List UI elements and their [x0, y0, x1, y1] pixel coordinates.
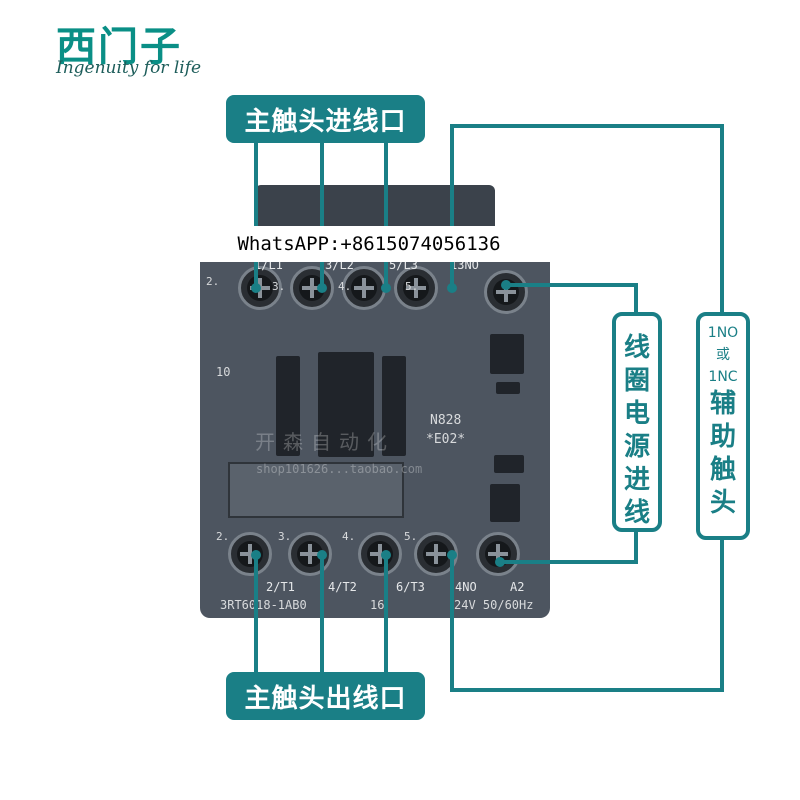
terminal-label-4no: 4NO — [455, 580, 477, 594]
terminal-label-t3: 6/T3 — [396, 580, 425, 594]
watermark-url: shop101626...taobao.com — [256, 462, 423, 476]
terminal-screw-a2 — [476, 532, 520, 576]
terminal-screw-13no — [394, 266, 438, 310]
aux-slot-bottom — [490, 484, 520, 522]
coil-char-6: 线 — [623, 498, 650, 528]
bottom-number-2: 3. — [278, 530, 292, 543]
terminal-screw-t3 — [358, 532, 402, 576]
aux-slot-top — [490, 334, 524, 374]
bottom-number-4: 5. — [404, 530, 418, 543]
terminal-label-t1: 2/T1 — [266, 580, 295, 594]
coil-char-4: 源 — [623, 432, 650, 462]
callout-aux-contact: 1NO 或 1NC 辅 助 触 头 — [696, 312, 750, 540]
terminal-screw-a1 — [484, 270, 528, 314]
brand-tagline: Ingenuity for life — [56, 58, 202, 78]
brand-name: 西门子 — [56, 24, 182, 70]
callout-main-input: 主触头进线口 — [226, 95, 425, 143]
actuator-window — [318, 352, 374, 457]
model-number: 3RT6018-1AB0 — [220, 598, 307, 612]
aux-label-or: 或 — [716, 347, 730, 363]
whatsapp-overlay: WhatsAPP:+8615074056136 — [183, 226, 555, 262]
top-number-4: 5. — [405, 280, 419, 293]
terminal-screw-l2 — [290, 266, 334, 310]
top-number-3: 4. — [338, 280, 352, 293]
label-window — [228, 462, 404, 518]
watermark-text: 开森自动化 — [255, 430, 395, 454]
vent-slot-1 — [276, 356, 300, 456]
terminal-screw-t1 — [228, 532, 272, 576]
voltage-rating: 24V 50/60Hz — [454, 598, 534, 612]
bottom-number-3: 4. — [342, 530, 356, 543]
side-number: 10 — [216, 365, 231, 379]
coil-char-5: 进 — [623, 465, 650, 495]
top-number-2: 3. — [272, 280, 286, 293]
aux-char-1: 辅 — [709, 389, 736, 419]
top-number-1: 2. — [206, 275, 220, 288]
terminal-screw-4no — [414, 532, 458, 576]
coil-char-3: 电 — [623, 399, 650, 429]
code-1: N828 — [430, 413, 462, 428]
callout-main-output: 主触头出线口 — [226, 672, 425, 720]
aux-label-1nc: 1NC — [708, 369, 738, 385]
model-suffix: 16 — [370, 598, 385, 612]
terminal-screw-t2 — [288, 532, 332, 576]
aux-char-4: 头 — [709, 488, 736, 518]
terminal-label-t2: 4/T2 — [328, 580, 357, 594]
coil-char-2: 圈 — [623, 366, 650, 396]
aux-slot-mid — [494, 455, 524, 473]
aux-slot-small — [496, 382, 520, 394]
coil-char-1: 线 — [623, 333, 650, 363]
code-2: *E02* — [426, 432, 466, 447]
aux-label-1no: 1NO — [707, 325, 739, 341]
aux-char-3: 触 — [709, 455, 736, 485]
terminal-label-a2: A2 — [510, 580, 525, 594]
callout-coil-power: 线 圈 电 源 进 线 — [612, 312, 662, 532]
bottom-number-1: 2. — [216, 530, 230, 543]
aux-char-2: 助 — [709, 422, 736, 452]
vent-slot-2 — [382, 356, 406, 456]
